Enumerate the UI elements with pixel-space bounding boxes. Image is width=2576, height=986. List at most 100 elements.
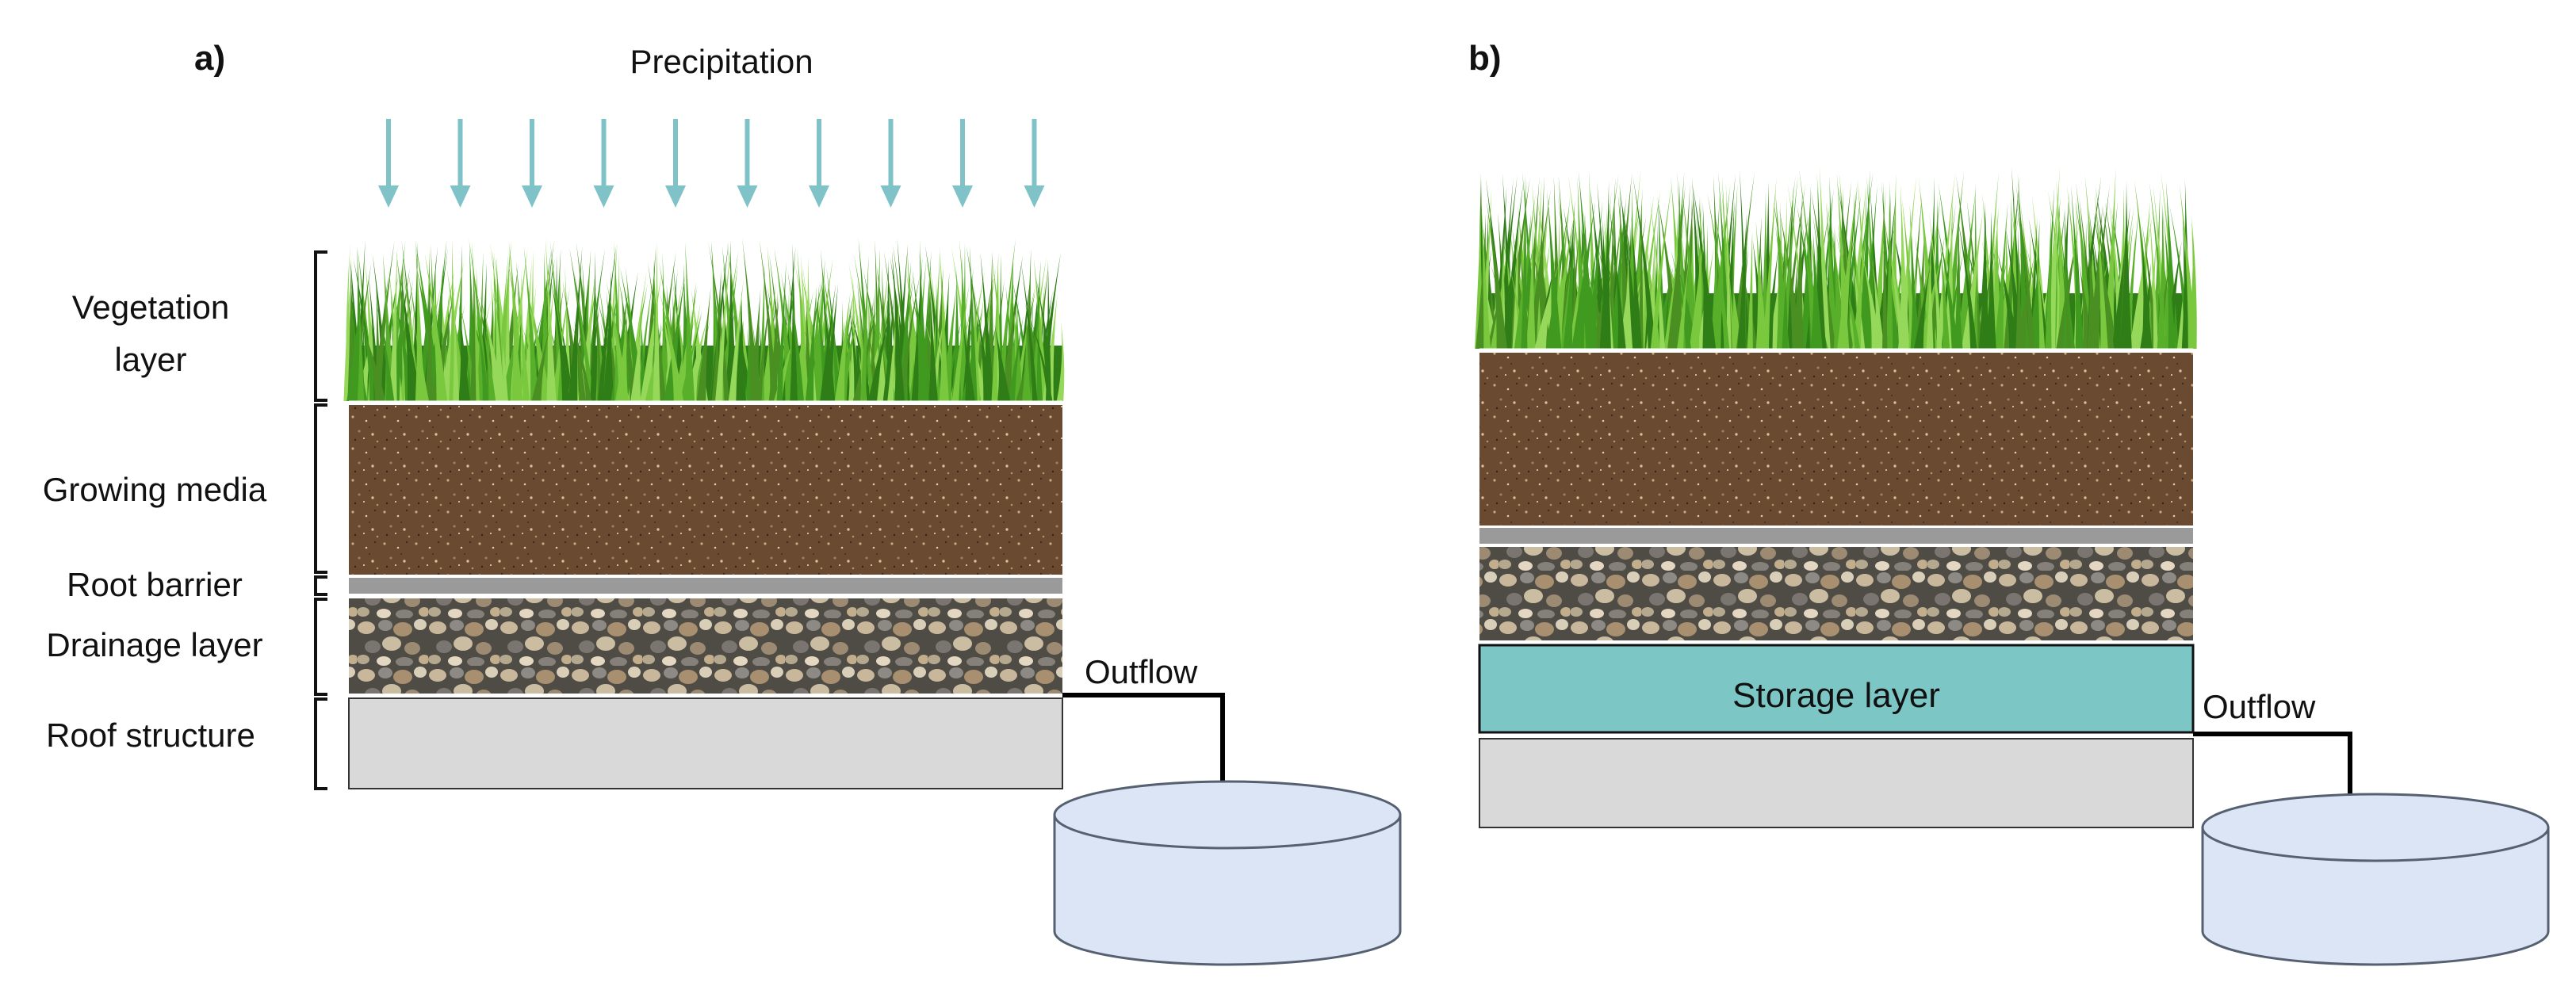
grass-blade xyxy=(1986,211,1996,349)
grass-blade xyxy=(853,253,875,401)
grass-blade xyxy=(1939,241,1950,349)
storage-layer xyxy=(1478,644,2195,734)
grass-blade xyxy=(1056,321,1065,401)
grass-blade xyxy=(1954,252,1963,349)
grass-blade xyxy=(2129,213,2153,349)
grass-blade xyxy=(1935,171,1956,349)
grass-blade xyxy=(728,278,744,401)
grass-blade xyxy=(2061,260,2072,349)
grass-blade xyxy=(761,281,776,401)
grass-blade xyxy=(776,261,787,401)
grass-blade xyxy=(545,238,557,401)
grass-blade xyxy=(898,274,921,401)
grass-blade xyxy=(615,307,628,401)
grass-blade xyxy=(1481,197,1491,349)
grass-blade xyxy=(805,285,817,401)
grass-blade xyxy=(424,252,448,401)
grass-blade xyxy=(1709,183,1731,349)
grass-blade xyxy=(1613,248,1626,349)
grass-blade xyxy=(711,304,719,401)
grass-blade xyxy=(399,269,419,401)
grass-blade xyxy=(1935,218,1959,349)
grass-blade xyxy=(984,251,996,401)
grass-blade xyxy=(2153,187,2161,349)
precipitation-arrows xyxy=(378,119,1045,208)
drainage-layer-b xyxy=(1479,547,2193,640)
grass-blade xyxy=(867,308,892,401)
rain-arrow-head xyxy=(737,185,758,208)
grass-blade xyxy=(1571,201,1596,349)
rain-arrow-head xyxy=(1024,185,1045,208)
grass-blade xyxy=(1793,193,1804,349)
grass-blade xyxy=(922,265,932,401)
grass-blade xyxy=(389,246,398,401)
grass-blade xyxy=(1882,181,1888,349)
root-barrier-layer-b xyxy=(1479,528,2193,544)
grass-blade xyxy=(590,251,596,401)
grass-blade xyxy=(664,273,686,401)
roof-structure-layer xyxy=(348,697,1063,789)
rain-arrow-head xyxy=(378,185,399,208)
layer-braces xyxy=(314,250,327,790)
grass-blade xyxy=(458,302,471,401)
label-root-barrier: Root barrier xyxy=(67,566,243,603)
grass-blade xyxy=(1601,180,1611,349)
grass-blade xyxy=(346,242,353,401)
grass-blade xyxy=(2119,180,2132,349)
grass-blade xyxy=(1525,222,1536,349)
grass-blade xyxy=(1702,201,1709,349)
grass-blade xyxy=(939,275,949,401)
grass-blade xyxy=(748,289,761,401)
grass-blade xyxy=(1563,219,1576,349)
grass-blade xyxy=(2045,212,2052,349)
outflow-arrow-a xyxy=(1062,693,1232,826)
grass-blade xyxy=(891,250,905,401)
grass-blade xyxy=(1568,237,1587,349)
grass-blade xyxy=(2027,265,2039,349)
grass-blade xyxy=(1710,194,1721,349)
grass-blade xyxy=(1755,220,1768,349)
grass-blade xyxy=(1810,231,1823,349)
grass-blade xyxy=(684,242,695,401)
grass-blade xyxy=(797,248,810,401)
grass-blade xyxy=(1621,250,1633,349)
grass-blade xyxy=(999,293,1016,401)
grass-blade xyxy=(1763,247,1779,349)
grass-blade xyxy=(834,291,851,401)
grass-blade xyxy=(733,290,747,401)
grass-blade xyxy=(715,244,731,401)
grass-blade xyxy=(375,279,381,401)
grass-blade xyxy=(414,323,429,401)
grass-blade xyxy=(1649,200,1666,349)
grass-blade xyxy=(1994,203,2008,349)
grass-blade xyxy=(417,269,432,401)
grass-blade xyxy=(470,263,477,401)
grass-blade xyxy=(1858,169,1870,349)
grass-blade xyxy=(1737,214,1747,349)
grass-blade xyxy=(962,320,975,401)
grass-blade xyxy=(346,289,362,401)
grass-blade xyxy=(940,283,957,401)
growing-media-layer xyxy=(349,405,1062,575)
grass-blade xyxy=(1747,230,1753,349)
grass-blade xyxy=(712,258,721,401)
grass-blade xyxy=(2164,216,2176,349)
grass-blade xyxy=(810,258,825,401)
grass-blade xyxy=(1885,180,1893,349)
grass-blade xyxy=(573,279,595,401)
grass-blade xyxy=(2070,185,2084,349)
grass-blade xyxy=(1850,242,1866,349)
grass-blade xyxy=(859,254,869,401)
grass-blade xyxy=(653,241,660,401)
rain-arrow-head xyxy=(450,185,471,208)
grass-blade xyxy=(1650,182,1672,349)
grass-blade xyxy=(1777,174,1796,349)
grass-blade xyxy=(1512,216,1518,349)
grass-blade xyxy=(1725,181,1732,349)
grass-blade xyxy=(1872,259,1885,349)
roof-structure-layer-b xyxy=(1479,738,2194,828)
grass-blade xyxy=(1696,196,1703,349)
grass-blade xyxy=(1609,195,1627,349)
grass-blade xyxy=(357,304,365,401)
